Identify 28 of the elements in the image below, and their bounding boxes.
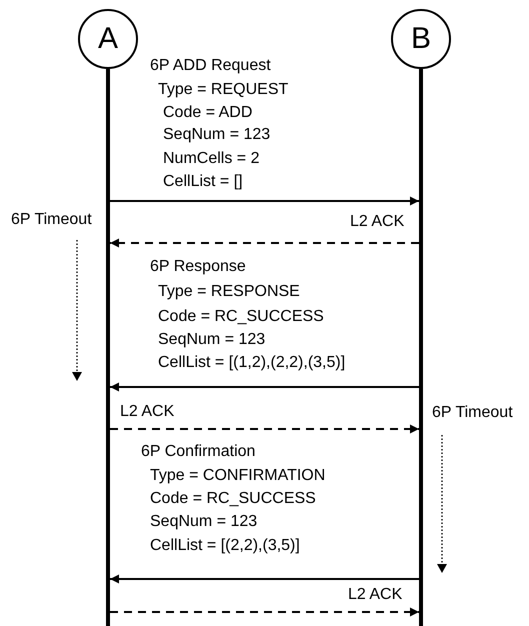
message-text: Code = ADD <box>163 103 252 123</box>
message-text: Code = RC_SUCCESS <box>158 307 324 327</box>
lifeline <box>419 69 423 626</box>
message-arrow <box>110 574 419 584</box>
message-text: SeqNum = 123 <box>150 512 258 532</box>
participant-name: B <box>410 22 431 56</box>
dashed-message-arrow <box>110 424 419 434</box>
message-text: 6P ADD Request <box>150 56 271 76</box>
message-text: SeqNum = 123 <box>158 330 266 350</box>
message-text: NumCells = 2 <box>163 149 260 169</box>
lifeline <box>106 69 110 626</box>
message-text: 6P Response <box>150 257 246 277</box>
message-text: CellList = [] <box>163 172 243 192</box>
message-text: Code = RC_SUCCESS <box>150 489 316 509</box>
message-text: CellList = [(1,2),(2,2),(3,5)] <box>158 353 346 373</box>
message-text: CellList = [(2,2),(3,5)] <box>150 536 300 556</box>
message-text: Type = CONFIRMATION <box>150 466 326 486</box>
dashed-message-arrow <box>110 608 419 616</box>
message-text: Type = REQUEST <box>158 80 288 100</box>
message-text: Type = RESPONSE <box>158 282 300 302</box>
message-text: 6P Confirmation <box>141 442 256 462</box>
message-text: SeqNum = 123 <box>163 125 270 145</box>
message-text: 6P Timeout <box>11 210 92 230</box>
message-arrow <box>110 382 419 392</box>
message-arrow <box>110 196 419 206</box>
dashed-message-arrow <box>110 238 419 248</box>
message-text: 6P Timeout <box>432 403 513 423</box>
participant-name: A <box>98 22 118 56</box>
